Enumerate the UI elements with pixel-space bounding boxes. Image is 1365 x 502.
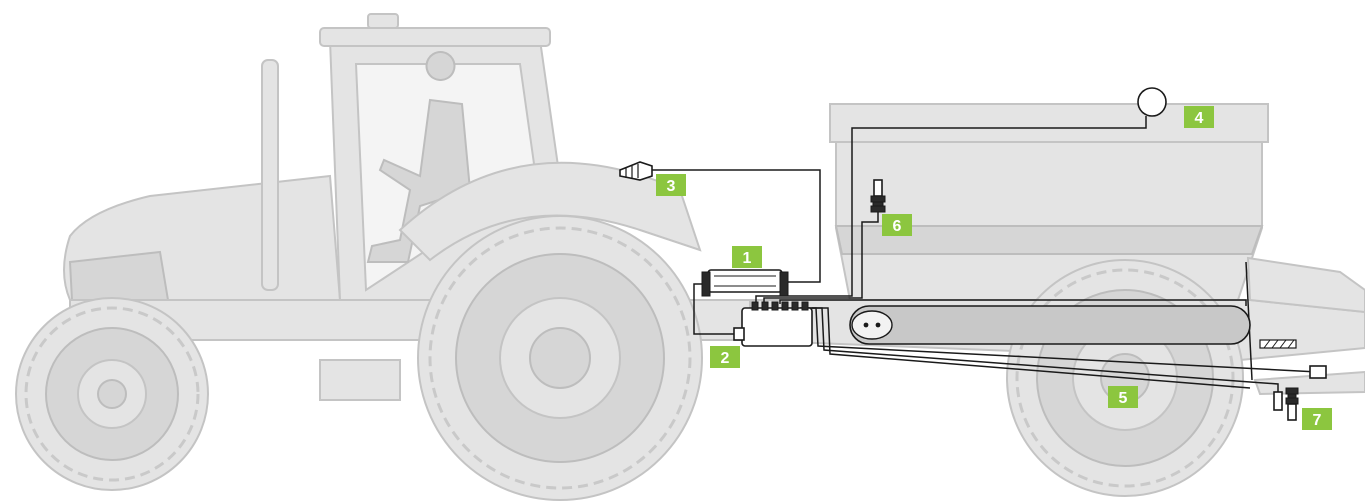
connector-plug-icon (620, 162, 652, 180)
badge-5: 5 (1108, 386, 1138, 408)
cab-roof (320, 28, 550, 46)
rear-junction-box (1310, 366, 1326, 378)
tractor (16, 14, 750, 500)
badge-1-label: 1 (743, 250, 752, 267)
badge-6-label: 6 (893, 218, 902, 235)
badge-7: 7 (1302, 408, 1332, 430)
rear-hatch-plate (1260, 340, 1296, 348)
beacon (368, 14, 398, 28)
display-terminal-icon (702, 270, 788, 296)
rear-wheel (418, 216, 702, 500)
drawbar-step (320, 360, 400, 400)
badge-1: 1 (732, 246, 762, 268)
front-wheel (16, 298, 208, 490)
badge-2: 2 (710, 346, 740, 368)
badge-4-label: 4 (1195, 110, 1204, 127)
badge-7-label: 7 (1313, 412, 1322, 429)
conveyor-belt-icon (850, 306, 1250, 344)
control-module-icon (734, 302, 812, 346)
badge-4: 4 (1184, 106, 1214, 128)
badge-6: 6 (882, 214, 912, 236)
level-sensor-icon (1138, 88, 1166, 116)
badge-5-label: 5 (1119, 390, 1128, 407)
wheel-sensor-icon (1274, 388, 1298, 420)
badge-3: 3 (656, 174, 686, 196)
badge-2-label: 2 (721, 350, 730, 367)
exhaust-pipe (262, 60, 278, 290)
badge-3-label: 3 (667, 178, 676, 195)
